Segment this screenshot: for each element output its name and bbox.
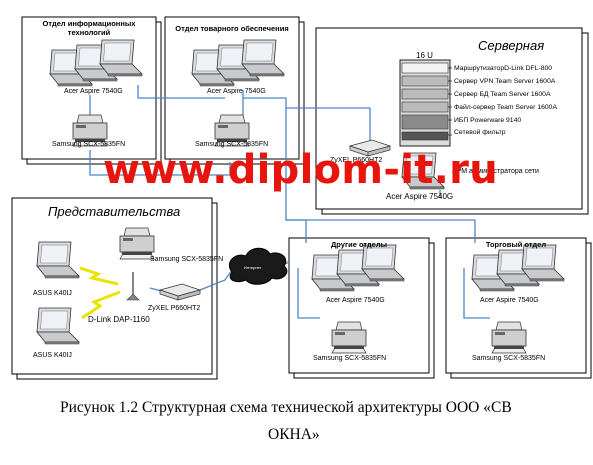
rack-item: ИБП Powerware 9140 (454, 117, 522, 124)
it-printer-label: Samsung SCX-5835FN (52, 141, 126, 148)
branch-devices (36, 227, 201, 345)
trade-laptop-label: Acer Aspire 7540G (480, 297, 539, 304)
supply-printer-label: Samsung SCX-5835FN (195, 141, 269, 148)
supply-laptop-label: Acer Aspire 7540G (207, 88, 266, 95)
supply-department-title: Отдел товарного обеспечения (175, 24, 289, 33)
other-laptop-label: Acer Aspire 7540G (326, 297, 385, 304)
caption-line-2: ОКНА» (268, 426, 320, 443)
other-printer-label: Samsung SCX-5835FN (313, 355, 387, 362)
other-departments-title: Другие отделы (330, 240, 388, 249)
rack-item: Сервер БД Team Server 1600A (454, 91, 551, 98)
rack-item: Файл-сервер Team Server 1600A (454, 104, 557, 111)
figure-caption: Рисунок 1.2 Структурная схема техническо… (60, 394, 580, 448)
watermark: www.diplom-it.ru (103, 147, 498, 193)
server-room-title: Серверная (478, 38, 545, 53)
rack-size-label: 16 U (416, 51, 433, 60)
branch-router-label: ZyXEL P660HT2 (148, 305, 201, 312)
rack-item: Сервер VPN Team Server 1600A (454, 78, 556, 85)
admin-workstation-label: АРМ администратора сети (452, 168, 539, 175)
internet-label: Интернет (244, 265, 262, 270)
trade-printer-label: Samsung SCX-5835FN (472, 355, 546, 362)
wireless-link-2 (81, 290, 121, 320)
server-router-label: ZyXEL P660HT2 (330, 157, 383, 164)
rack-item: Сетевой фильтр (454, 129, 506, 136)
branch-laptop2-label: ASUS K40IJ (33, 352, 72, 359)
it-department-title: Отдел информационных технологий (42, 19, 136, 37)
department-boxes (11, 16, 592, 380)
access-point-label: D-Link DAP-1160 (88, 315, 150, 324)
rack-item: МаршрутизаторD-Link DFL-800 (454, 65, 553, 72)
branch-title: Представительства (48, 204, 181, 219)
caption-line-1: Рисунок 1.2 Структурная схема техническо… (60, 399, 512, 416)
server-rack (399, 59, 452, 147)
branch-printer-label: Samsung SCX-5835FN (150, 256, 224, 263)
it-laptop-label: Acer Aspire 7540G (64, 88, 123, 95)
trade-department-title: Торговый отдел (485, 240, 547, 249)
branch-laptop1-label: ASUS K40IJ (33, 290, 72, 297)
internet-cloud (228, 247, 288, 285)
wireless-link-1 (79, 266, 119, 286)
admin-laptop-label: Acer Aspire 7540G (386, 192, 454, 201)
